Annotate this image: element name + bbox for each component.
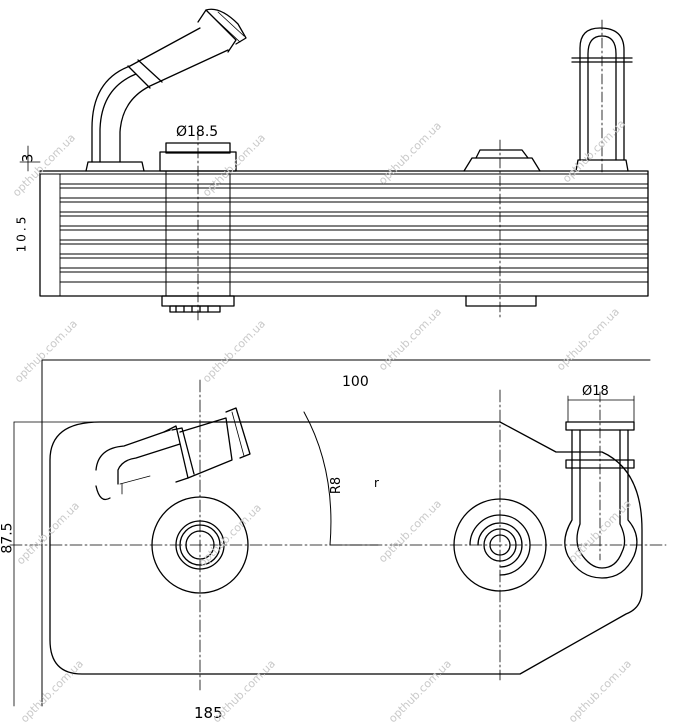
left-bent-pipe-plan <box>95 407 251 501</box>
left-bent-pipe-side <box>85 8 247 172</box>
dim-left-vertical: 87.5 <box>0 522 16 554</box>
dim-side-vertical: 10.5 <box>14 213 29 253</box>
right-port-plan <box>453 498 547 592</box>
left-port-plan <box>151 496 249 594</box>
dim-small-r: r <box>374 476 379 490</box>
cooler-plate-outline <box>49 421 643 675</box>
cooler-body-side <box>39 170 649 297</box>
outer-frame <box>41 359 651 707</box>
cooler-fins <box>59 183 649 283</box>
right-pipe-plan <box>564 391 638 579</box>
top-view <box>19 8 649 321</box>
port-fitting-side-left <box>159 129 237 321</box>
dim-top-small-height: 3 <box>20 153 37 163</box>
bottom-view <box>9 359 667 707</box>
dim-overall-length: 185 <box>194 704 223 722</box>
dim-top-pipe-diameter: Ø18.5 <box>176 124 219 140</box>
right-vertical-pipe-side <box>571 19 633 173</box>
dim-top-width: 100 <box>342 374 369 390</box>
dim-3-lines <box>19 145 41 172</box>
dim-right-pipe-diameter: Ø18 <box>582 384 609 399</box>
dim-radius-r8: R8 <box>329 476 345 495</box>
port-fitting-side-right <box>463 139 541 319</box>
